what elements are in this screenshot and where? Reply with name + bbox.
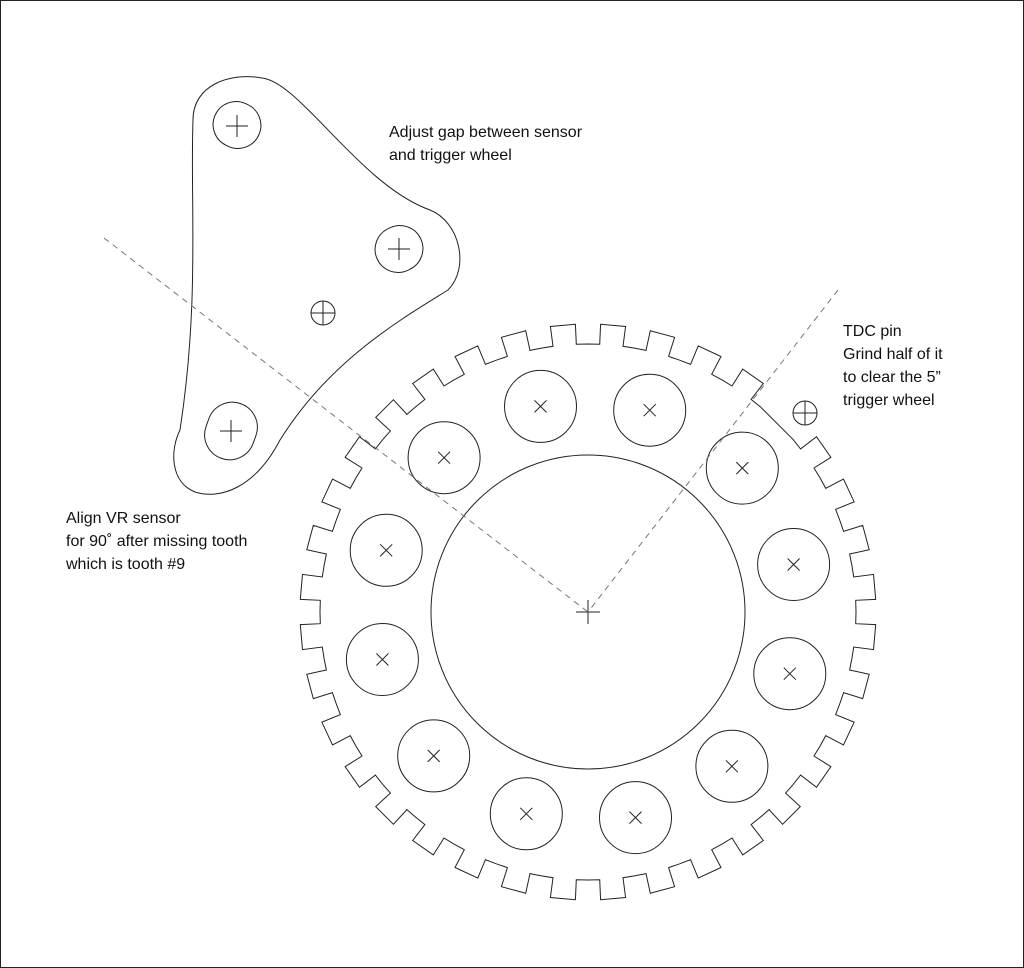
vr-sensor-hole [310,300,336,326]
slot-hole-right [374,225,424,273]
sensor-bracket [173,76,461,495]
align-note-line: which is tooth #9 [66,556,186,573]
bolt-hole [613,373,687,447]
vr-sensor-axis-line [103,237,589,613]
tdc-note-line: to clear the 5” [843,369,941,386]
gap-note-line: Adjust gap between sensor [389,124,583,141]
tdc-pin [792,400,818,426]
bolt-hole [599,781,672,855]
bolt-hole [345,623,419,696]
bracket-outline [173,76,461,495]
tdc-note-line: Grind half of it [843,346,943,363]
tdc-axis-line [587,289,839,613]
align-note-line: Align VR sensor [66,510,181,527]
slot-hole-bottom [204,401,258,461]
wheel-center-bore [430,454,746,770]
bolt-hole [489,777,563,851]
wheel-tooth-profile [299,323,877,901]
bolt-hole [695,729,769,803]
tdc-note-line: trigger wheel [843,392,935,409]
bolt-hole [757,528,831,601]
bolt-hole [397,719,471,793]
bolt-hole [349,513,423,587]
bolt-hole-group [345,369,831,855]
align-note-line: for 90˚ after missing tooth [66,533,248,550]
tdc-pin-note: TDC pin Grind half of it to clear the 5”… [843,320,943,412]
gap-adjust-note: Adjust gap between sensor and trigger wh… [389,121,582,167]
alignment-lines [103,237,839,613]
vr-align-note: Align VR sensor for 90˚ after missing to… [66,507,247,576]
bolt-hole [705,431,779,505]
trigger-wheel [299,323,877,901]
bolt-hole [504,369,577,443]
slot-hole-top [212,101,262,149]
bolt-hole [407,421,481,495]
tdc-note-line: TDC pin [843,323,902,340]
gap-note-line: and trigger wheel [389,147,512,164]
bolt-hole [753,637,827,711]
